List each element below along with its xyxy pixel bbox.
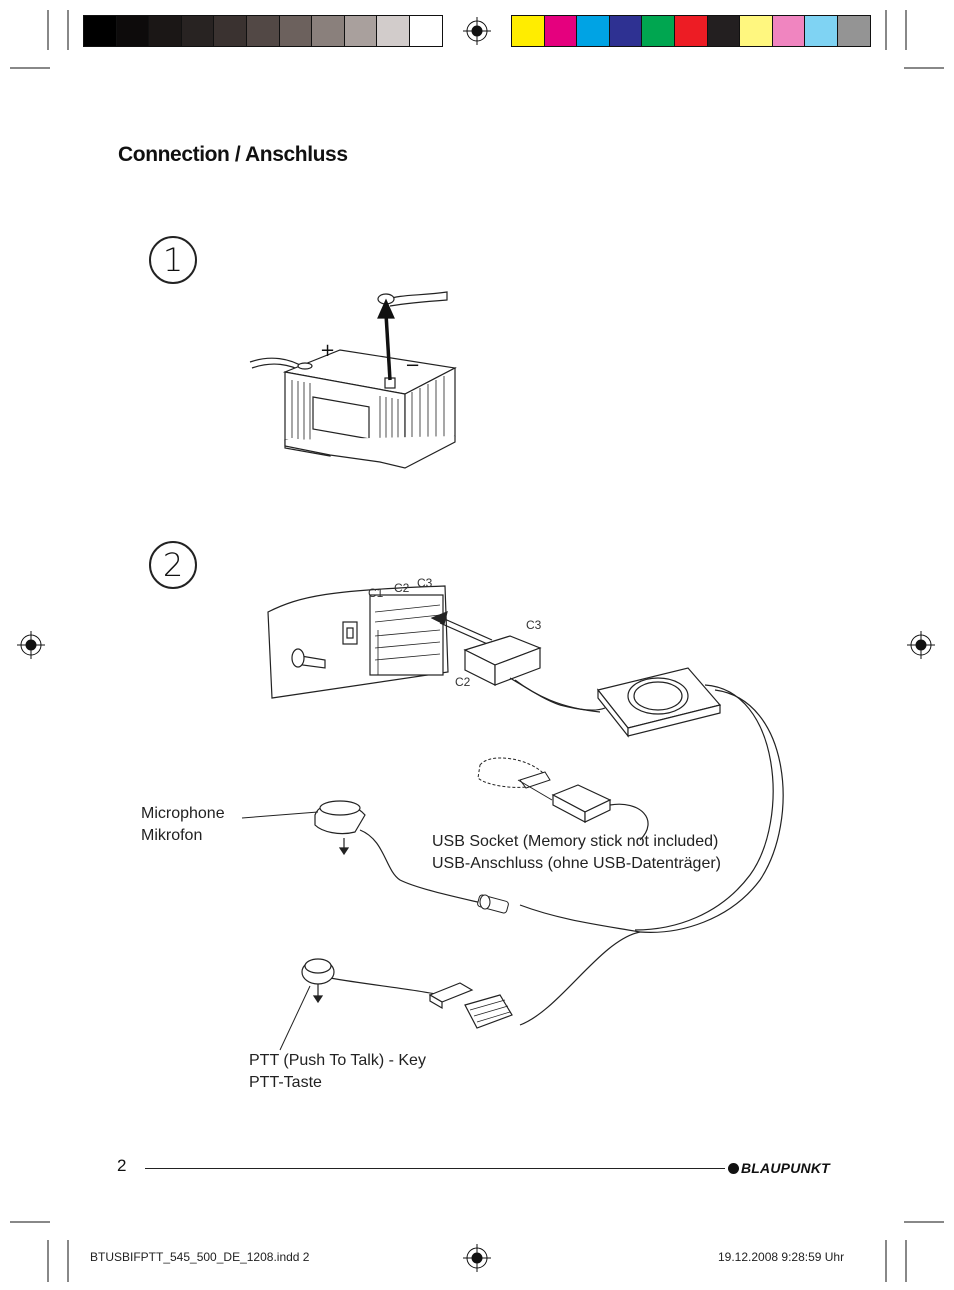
- registration-mark-left: [17, 631, 45, 659]
- usb-leader-line: [517, 779, 553, 801]
- connector-label-c3-top: C3: [417, 576, 433, 590]
- color-swatch: [739, 15, 773, 47]
- svg-text:−: −: [405, 355, 420, 376]
- wiring-harness-plug: [463, 635, 601, 713]
- step-number-1: 1: [149, 236, 197, 284]
- svg-text:+: +: [320, 340, 335, 361]
- brand-dot-icon: [728, 1163, 739, 1174]
- step-number-2: 2: [149, 541, 197, 589]
- printer-color-bar: [0, 0, 954, 60]
- gray-swatch: [409, 15, 443, 47]
- microphone-label-en: Microphone: [141, 805, 225, 822]
- ptt-key-illustration: [301, 958, 335, 1004]
- color-swatch: [511, 15, 545, 47]
- gray-swatch: [376, 15, 410, 47]
- usb-socket-label-de: USB-Anschluss (ohne USB-Datenträger): [432, 855, 722, 872]
- microphone-leader-line: [241, 811, 319, 819]
- ptt-key-label-de: PTT-Taste: [249, 1074, 322, 1091]
- microphone-label: Microphone Mikrofon: [141, 803, 225, 847]
- cables: [329, 684, 784, 1026]
- page-title: Connection / Anschluss: [118, 143, 348, 166]
- gray-swatch: [213, 15, 247, 47]
- registration-mark-top: [463, 17, 491, 45]
- gray-swatch: [83, 15, 117, 47]
- ptt-key-label-en: PTT (Push To Talk) - Key: [249, 1052, 426, 1069]
- connector-label-c3: C3: [526, 618, 542, 632]
- microphone-illustration: [314, 800, 366, 856]
- registration-mark-right: [907, 631, 935, 659]
- ptt-key-label: PTT (Push To Talk) - Key PTT-Taste: [249, 1050, 426, 1094]
- gray-swatch: [343, 15, 378, 47]
- crop-marks: [10, 10, 944, 1282]
- color-swatch: [771, 15, 806, 47]
- color-swatch: [804, 15, 838, 47]
- battery-illustration: + −: [249, 291, 457, 469]
- usb-socket-label: USB Socket (Memory stick not included) U…: [432, 831, 721, 875]
- brand-name: BLAUPUNKT: [741, 1160, 830, 1176]
- gray-swatch: [115, 15, 150, 47]
- connector-label-c1: C1: [368, 586, 384, 600]
- ptt-connector: [428, 982, 513, 1029]
- usb-socket-label-en: USB Socket (Memory stick not included): [432, 833, 719, 850]
- slug-file-name: BTUSBIFPTT_545_500_DE_1208.indd 2: [90, 1250, 310, 1264]
- registration-mark-bottom: [463, 1244, 491, 1272]
- interface-box: [596, 667, 722, 738]
- page-number: 2: [117, 1156, 127, 1175]
- color-swatch: [641, 15, 675, 47]
- brand-logo: BLAUPUNKT: [728, 1160, 830, 1176]
- usb-socket-box: [551, 784, 612, 823]
- radio-back-panel: [267, 585, 449, 699]
- connector-arrow: [430, 611, 493, 647]
- color-swatch: [837, 15, 871, 47]
- color-swatch: [674, 15, 708, 47]
- connector-label-c2-top: C2: [394, 581, 410, 595]
- gray-swatch: [311, 15, 345, 47]
- gray-swatch: [148, 15, 182, 47]
- ptt-leader-line: [279, 985, 311, 1051]
- gray-swatch: [278, 15, 313, 47]
- jack-plug: [477, 894, 509, 914]
- slug-date-time: 19.12.2008 9:28:59 Uhr: [718, 1250, 845, 1264]
- microphone-label-de: Mikrofon: [141, 827, 203, 844]
- usb-stick: [477, 757, 551, 789]
- connector-label-c2: C2: [455, 675, 471, 689]
- footer-rule: [145, 1168, 725, 1169]
